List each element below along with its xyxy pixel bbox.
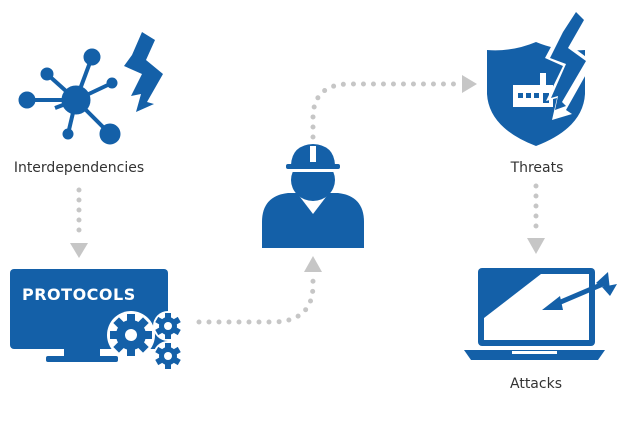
node-threats: Threats [487,4,593,176]
connector-threats-attacks [527,183,545,254]
protocols-label: PROTOCOLS [22,285,136,304]
interdependencies-label: Interdependencies [14,160,144,176]
small-gear-top [153,311,183,341]
hard-hat-worker-icon [262,144,364,248]
connector-interdependencies-protocols [70,187,88,258]
connector-protocols-worker [196,256,322,325]
factory-icon [513,73,553,107]
small-gear-bottom [153,341,183,371]
arrow-icon [542,272,617,310]
connectors [70,75,545,325]
large-gear [107,311,155,359]
lightning-bolt-icon [124,32,163,112]
node-worker [262,144,364,248]
threats-label: Threats [510,160,564,176]
node-interdependencies: Interdependencies [14,32,163,176]
node-attacks: Attacks [464,268,617,392]
network-hub-icon [18,48,121,145]
connector-worker-threats [310,75,477,140]
lightning-bolt-icon [545,4,593,120]
attacks-label: Attacks [510,376,562,392]
node-protocols: PROTOCOLS [10,269,183,371]
gears-icon [107,311,183,371]
laptop-icon [464,268,605,360]
